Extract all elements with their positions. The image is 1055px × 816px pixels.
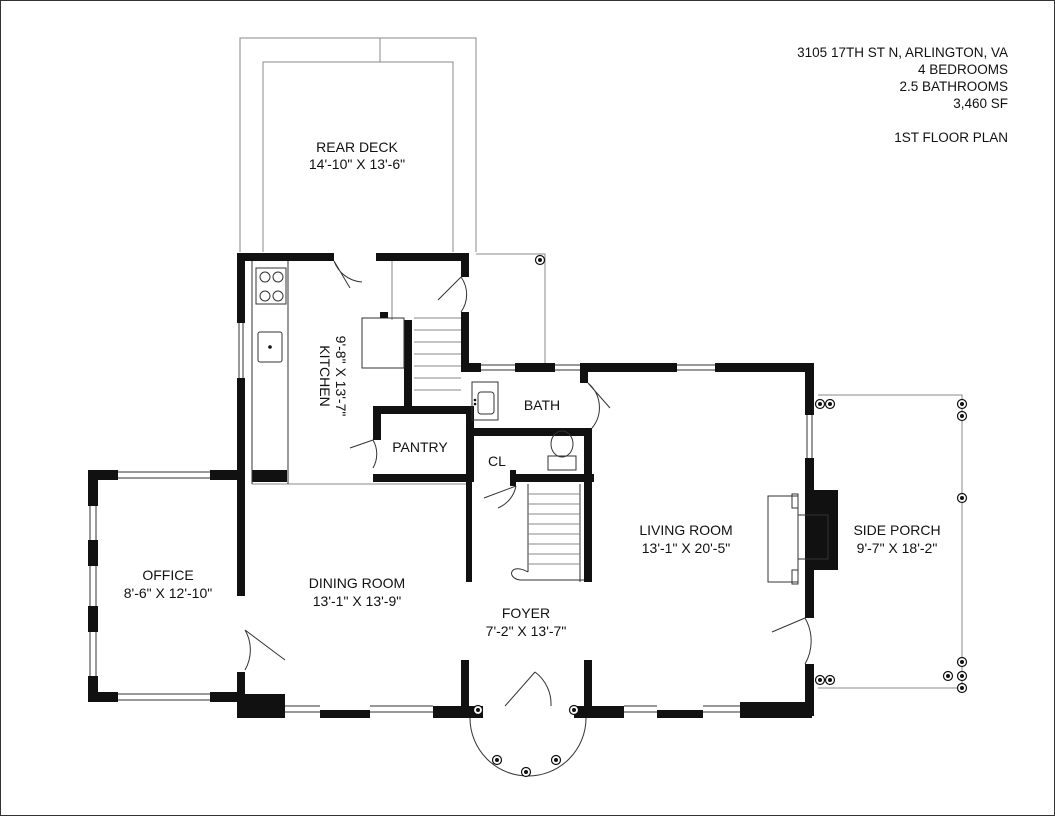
- rear-landing: [476, 253, 546, 366]
- post-center: [818, 678, 822, 682]
- office-label: OFFICE: [142, 567, 193, 583]
- post-center: [538, 258, 542, 262]
- fireplace: [767, 490, 838, 585]
- kitchen-label: KITCHEN: [317, 345, 333, 406]
- post-center: [960, 402, 964, 406]
- post-center: [524, 770, 528, 774]
- post-center: [960, 686, 964, 690]
- side-porch-label: SIDE PORCH: [853, 522, 940, 538]
- post-center: [572, 708, 576, 712]
- post-center: [960, 660, 964, 664]
- bath-fixtures: [471, 381, 577, 471]
- bathrooms: 2.5 BATHROOMS: [899, 79, 1008, 94]
- closet-label: CL: [488, 453, 506, 469]
- post-center: [828, 402, 832, 406]
- dining-room-size: 13'-1" X 13'-9": [313, 593, 401, 609]
- plan-info: 3105 17TH ST N, ARLINGTON, VA 4 BEDROOMS…: [797, 44, 1008, 146]
- rear-deck: [239, 37, 477, 252]
- pantry-label: PANTRY: [392, 439, 448, 455]
- area: 3,460 SF: [953, 96, 1008, 111]
- pantry-door: [349, 439, 378, 469]
- front-entry: [469, 671, 587, 777]
- windows: [238, 323, 813, 713]
- closet-door: [483, 485, 517, 509]
- office-door: [244, 629, 286, 671]
- interior-walls: [251, 261, 594, 706]
- bath-door: [587, 382, 611, 429]
- post-center: [476, 708, 480, 712]
- side-porch: [818, 394, 963, 689]
- plan-title: 1ST FLOOR PLAN: [894, 130, 1008, 145]
- post-center: [946, 674, 950, 678]
- kitchen-size: 9'-8" X 13'-7": [333, 336, 349, 417]
- kitchen-fixtures: [255, 267, 405, 369]
- post-center: [960, 414, 964, 418]
- posts: [472, 254, 968, 778]
- rear-deck-label: REAR DECK: [316, 139, 398, 155]
- porch-door: [771, 617, 812, 665]
- post-center: [554, 758, 558, 762]
- foyer-label: FOYER: [502, 605, 550, 621]
- foyer-size: 7'-2" X 13'-7": [486, 623, 567, 639]
- office-size: 8'-6" X 12'-10": [124, 585, 212, 601]
- bedrooms: 4 BEDROOMS: [917, 62, 1008, 77]
- living-room-size: 13'-1" X 20'-5": [642, 540, 730, 556]
- post-center: [495, 758, 499, 762]
- deck-door: [333, 260, 363, 289]
- post-center: [818, 402, 822, 406]
- living-room-label: LIVING ROOM: [639, 522, 732, 538]
- landing-stairs: [414, 317, 461, 391]
- main-stairs: [511, 484, 584, 582]
- spacer: [797, 112, 1008, 129]
- side-porch-size: 9'-7" X 18'-2": [857, 540, 938, 556]
- landing-door: [437, 276, 468, 313]
- exterior-walls: [237, 253, 814, 718]
- post-center: [960, 674, 964, 678]
- bath-label: BATH: [524, 397, 560, 413]
- address: 3105 17TH ST N, ARLINGTON, VA: [797, 45, 1008, 60]
- rear-deck-size: 14'-10" X 13'-6": [309, 156, 405, 172]
- post-center: [960, 496, 964, 500]
- post-center: [828, 678, 832, 682]
- dining-room-label: DINING ROOM: [309, 575, 405, 591]
- office-walls: [88, 470, 245, 702]
